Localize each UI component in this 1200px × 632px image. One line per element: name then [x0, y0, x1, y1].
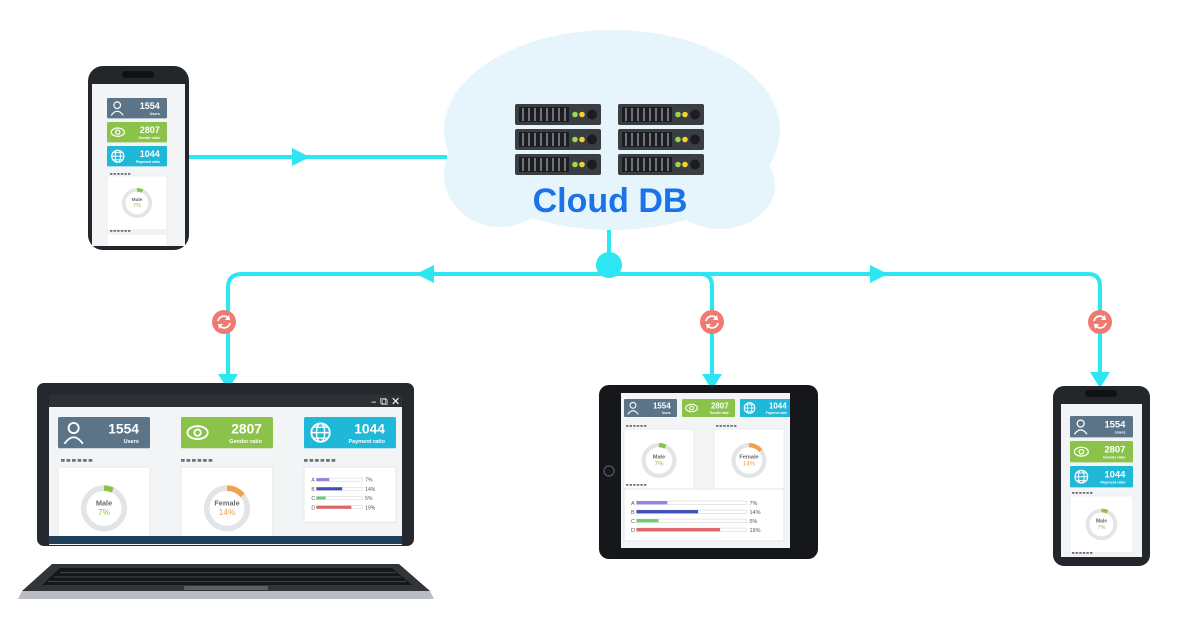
- bar-category-label: A: [631, 501, 635, 507]
- bar-category-label: C: [631, 519, 635, 525]
- close-icon[interactable]: ✕: [391, 395, 401, 408]
- bar-value-label: 19%: [750, 528, 761, 534]
- restore-icon[interactable]: ⧉: [380, 395, 388, 408]
- phone-target: [1053, 386, 1150, 566]
- server-icon: [617, 128, 705, 151]
- server-icon: [617, 153, 705, 176]
- bar: [636, 519, 659, 523]
- laptop: [18, 383, 434, 599]
- connector-lines: [187, 155, 1102, 380]
- bar-category-label: B: [631, 510, 635, 516]
- bar-category-label: D: [631, 528, 635, 534]
- server-icon: [514, 128, 602, 151]
- bar-value-label: 5%: [750, 519, 758, 525]
- sync-icon: [1087, 309, 1113, 335]
- minimize-icon[interactable]: –: [371, 395, 377, 408]
- server-icon: [514, 153, 602, 176]
- arrowheads: [218, 148, 1110, 390]
- bar: [636, 501, 668, 505]
- bar: [636, 528, 721, 532]
- bar-value-label: 14%: [750, 510, 761, 516]
- hub-node: [596, 252, 622, 278]
- phone-source: [88, 66, 189, 250]
- sync-icon: [211, 309, 237, 335]
- tablet: A 7% B 14% C 5% D 19%: [599, 385, 818, 559]
- bar-value-label: 7%: [750, 501, 758, 507]
- bar: [636, 510, 699, 514]
- sync-icon: [699, 309, 725, 335]
- cloud-label: Cloud DB: [533, 182, 688, 220]
- bar-chart-card: A 7% B 14% C 5% D 19%: [631, 500, 761, 534]
- server-icon: [514, 103, 602, 126]
- cloud-db: Cloud DB: [444, 30, 780, 230]
- server-icon: [617, 103, 705, 126]
